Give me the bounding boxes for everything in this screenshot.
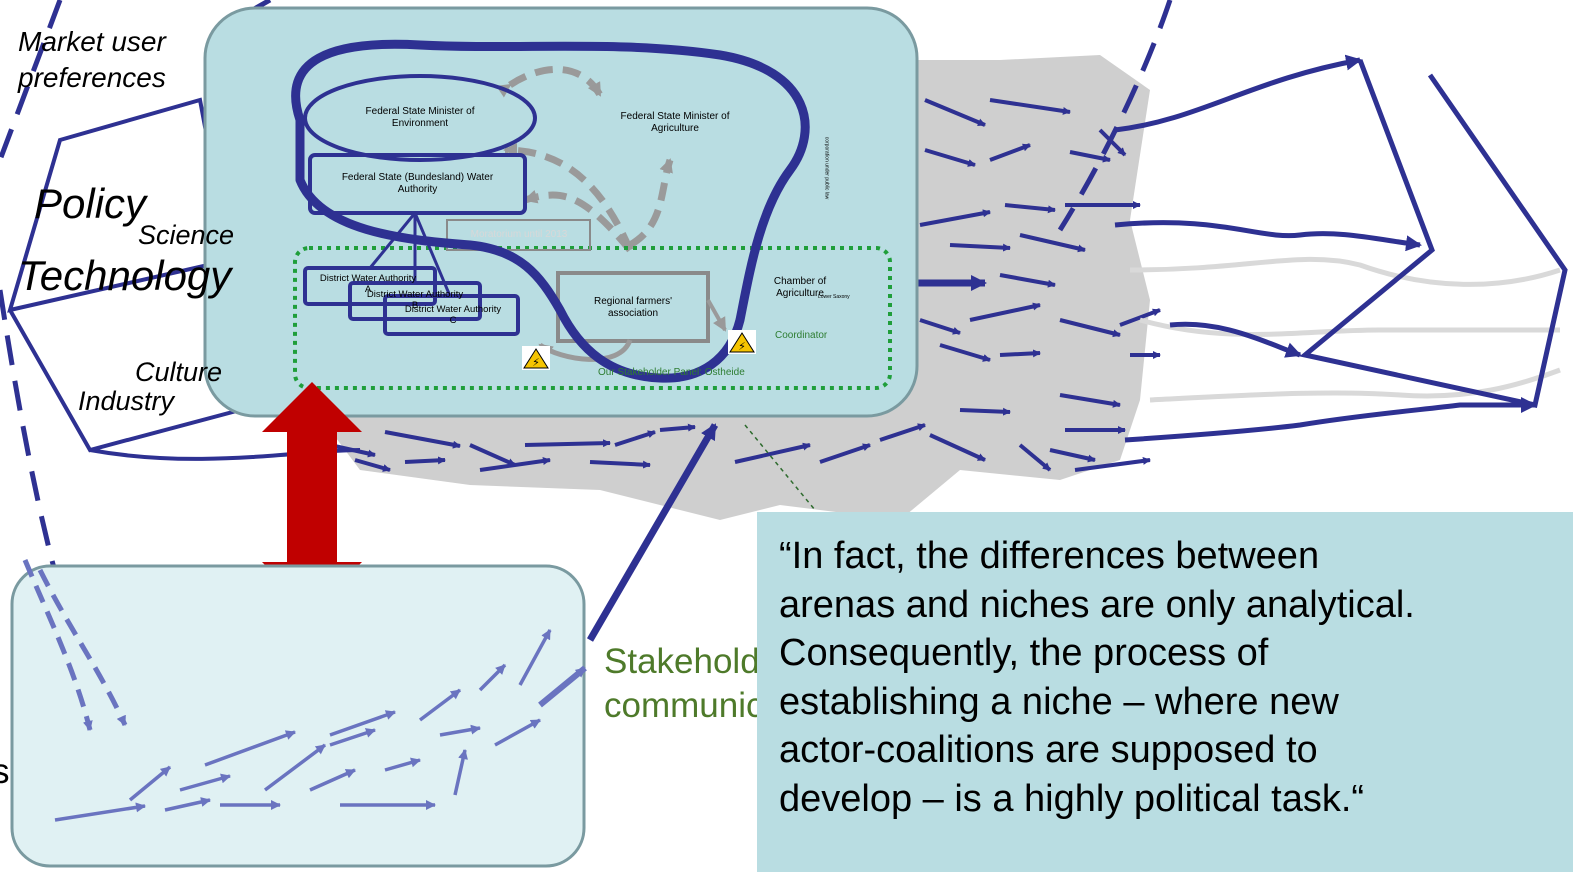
regime-arrows [329, 98, 1161, 472]
minister-environment-node [303, 74, 537, 162]
chamber-sub-label: Lower Saxony [818, 294, 850, 300]
moratorium-node [446, 219, 591, 251]
future-trajectories-gray [1129, 256, 1561, 403]
landscape-dashed-into-niche [22, 559, 93, 731]
niche-thick-arrow [538, 665, 587, 708]
district-a-label: District Water Authority A [319, 273, 417, 295]
landscape-dashed-curve [1057, 0, 1173, 232]
landscape-industry-label: Industry [78, 386, 175, 416]
moratorium-label: Moratorium until 2013 [470, 229, 568, 240]
dashed-connector [744, 424, 816, 511]
minister-agriculture-label: Federal State Minister of Agriculture [620, 111, 730, 134]
water-authority-node [308, 153, 527, 215]
district-c-label: District Water Authority C [404, 304, 502, 326]
left-fragment-label: s [0, 752, 10, 791]
landscape-market-label: Market user preferences [18, 26, 166, 93]
landscape-dashed-curve [0, 289, 63, 591]
vertical-note-label: corporation under public law [823, 136, 830, 200]
coalition-boundary [291, 39, 810, 383]
svg-text:⚡: ⚡ [532, 356, 540, 369]
landscape-policy-label: Policy [34, 180, 147, 227]
stakeholder-panel-label: Our Stakeholder Panel: Ostheide [598, 367, 745, 378]
arena-gray-dashed-arrows [496, 65, 674, 253]
quote-box: “In fact, the differences between arenas… [757, 512, 1573, 872]
niche-box [10, 564, 586, 868]
chamber-label: Chamber of Agriculture [773, 276, 827, 299]
red-double-arrow [262, 382, 362, 612]
landscape-dashed-curve [0, 0, 63, 161]
landscape-culture-label: Culture [135, 357, 223, 387]
svg-text:⚡: ⚡ [738, 340, 746, 353]
minister-environment-label: Federal State Minister of Environment [365, 106, 475, 129]
coordinator-label: Coordinator [775, 330, 828, 341]
landscape-dashed-into-niche [37, 568, 128, 727]
warning-icon: ⚡ [522, 346, 550, 370]
farmers-association-label: Regional farmers' association [593, 296, 673, 319]
district-c-node [383, 294, 520, 336]
landscape-science-label: Science [138, 220, 235, 250]
water-authority-label: Federal State (Bundesland) Water Authori… [341, 172, 494, 195]
niche-to-arena-arrow [586, 423, 719, 642]
authority-link [368, 212, 417, 269]
farmers-to-chamber-arrow [706, 299, 727, 332]
district-b-label: District Water Authority B [366, 289, 464, 311]
warning-icon: ⚡ [728, 330, 756, 354]
future-trajectories [1114, 54, 1568, 443]
authority-link [413, 212, 452, 297]
landscape-technology-label: Technology [18, 252, 232, 299]
niche-arrows [54, 629, 552, 822]
